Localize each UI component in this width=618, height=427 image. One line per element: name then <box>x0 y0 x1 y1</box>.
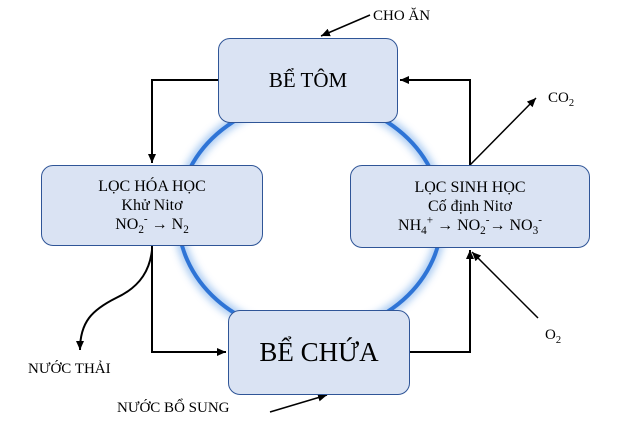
arrow-tank-to-chemical-filter <box>148 79 218 163</box>
label-feed: CHO ĂN <box>373 8 431 24</box>
node-chemical-filter-formula: NO2- → N2 <box>115 213 189 237</box>
node-shrimp-tank: BỂ TÔM <box>218 38 398 123</box>
label-co2: CO2 <box>548 90 575 109</box>
label-supply-water: NƯỚC BỔ SUNG <box>117 400 230 416</box>
arrow-co2-out <box>469 97 537 166</box>
node-chemical-filter-title: LỌC HÓA HỌC <box>98 177 206 195</box>
node-biological-filter: LỌC SINH HỌC Cố định Nitơ NH4+ → NO2-→ N… <box>350 165 590 248</box>
arrow-feed <box>320 14 371 37</box>
arrow-biological-filter-to-tank <box>400 76 471 165</box>
label-o2: O2 <box>545 327 562 346</box>
node-chemical-filter: LỌC HÓA HỌC Khử Nitơ NO2- → N2 <box>41 165 263 246</box>
node-chemical-filter-subtitle: Khử Nitơ <box>121 196 183 214</box>
arrow-chemical-filter-to-reservoir <box>151 246 226 356</box>
node-biological-filter-title: LỌC SINH HỌC <box>414 178 526 196</box>
arrow-waste-water <box>76 249 153 351</box>
arrow-supply-water <box>269 393 328 413</box>
arrow-o2-in <box>471 251 539 319</box>
node-biological-filter-subtitle: Cố định Nitơ <box>427 197 513 215</box>
arrow-reservoir-to-biological-filter <box>410 250 474 353</box>
node-biological-filter-formula: NH4+ → NO2-→ NO3- <box>398 214 542 238</box>
node-reservoir: BỂ CHỨA <box>228 310 410 395</box>
node-reservoir-label: BỂ CHỨA <box>259 337 379 368</box>
node-shrimp-tank-label: BỂ TÔM <box>268 67 348 92</box>
label-waste-water: NƯỚC THẢI <box>28 361 111 377</box>
